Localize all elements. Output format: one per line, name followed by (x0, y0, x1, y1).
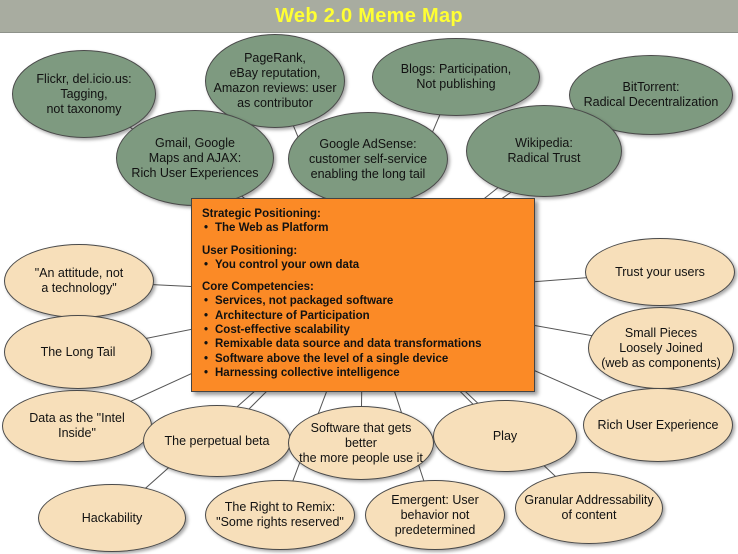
core-list-item: You control your own data (202, 258, 524, 273)
bubble-remix: The Right to Remix: "Some rights reserve… (205, 480, 355, 550)
core-list-item: Software above the level of a single dev… (202, 352, 524, 367)
core-competencies-box: Strategic Positioning:The Web as Platfor… (191, 198, 535, 392)
bubble-bittorrent: BitTorrent: Radical Decentralization (569, 55, 733, 135)
core-section: Strategic Positioning:The Web as Platfor… (202, 207, 524, 236)
bubble-wikipedia: Wikipedia: Radical Trust (466, 105, 622, 197)
core-section: Core Competencies:Services, not packaged… (202, 280, 524, 380)
bubble-granular: Granular Addressability of content (515, 472, 663, 544)
core-list-item: Remixable data source and data transform… (202, 337, 524, 352)
bubble-hackability: Hackability (38, 484, 186, 552)
bubble-play: Play (433, 400, 577, 472)
bubble-rich: Rich User Experience (583, 388, 733, 462)
core-list-item: Services, not packaged software (202, 294, 524, 309)
core-section-heading: User Positioning: (202, 244, 298, 257)
bubble-emergent: Emergent: User behavior not predetermine… (365, 480, 505, 550)
core-section-list: You control your own data (202, 258, 524, 273)
core-list-item: The Web as Platform (202, 221, 524, 236)
core-section-list: The Web as Platform (202, 221, 524, 236)
core-list-item: Harnessing collective intelligence (202, 366, 524, 381)
bubble-perpetual: The perpetual beta (143, 405, 291, 477)
bubble-intel: Data as the "Intel Inside" (2, 390, 152, 462)
bubble-pagerank: PageRank, eBay reputation, Amazon review… (205, 34, 345, 128)
bubble-longtail: The Long Tail (4, 315, 152, 389)
core-section-list: Services, not packaged softwareArchitect… (202, 294, 524, 380)
bubble-flickr: Flickr, del.icio.us: Tagging, not taxono… (12, 50, 156, 138)
bubble-adsense: Google AdSense: customer self-service en… (288, 112, 448, 206)
core-list-item: Cost-effective scalability (202, 323, 524, 338)
bubble-gmail: Gmail, Google Maps and AJAX: Rich User E… (116, 110, 274, 206)
core-section: User Positioning:You control your own da… (202, 244, 524, 273)
bubble-small-pieces: Small Pieces Loosely Joined (web as comp… (588, 307, 734, 389)
page-title: Web 2.0 Meme Map (275, 5, 463, 27)
bubble-software-better: Software that gets better the more peopl… (288, 406, 434, 480)
bubble-attitude: "An attitude, not a technology" (4, 244, 154, 318)
bubble-trust: Trust your users (585, 238, 735, 306)
title-bar (0, 0, 738, 33)
core-list-item: Architecture of Participation (202, 309, 524, 324)
bubble-blogs: Blogs: Participation, Not publishing (372, 38, 540, 116)
core-section-heading: Strategic Positioning: (202, 208, 321, 220)
core-section-heading: Core Competencies: (202, 281, 314, 294)
